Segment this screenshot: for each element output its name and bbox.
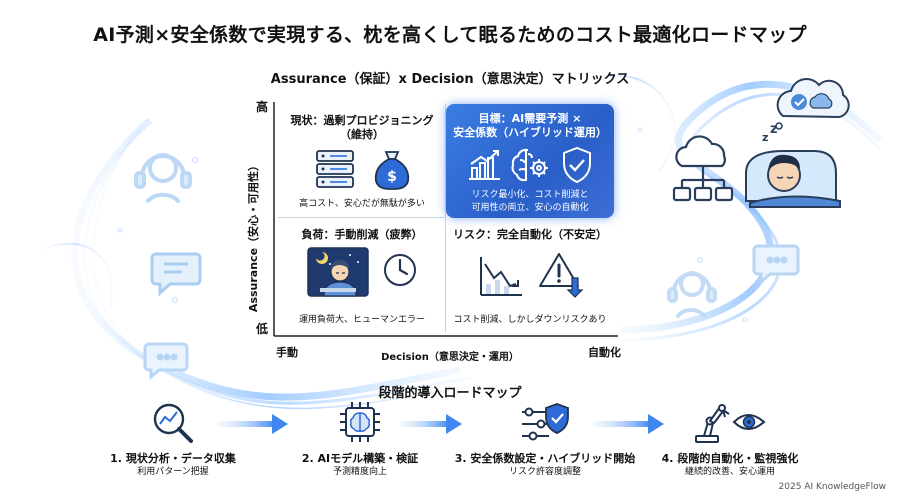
robot-arm-eye-icon — [695, 404, 766, 443]
quadrant-description: 運用負荷大、ヒューマンエラー — [298, 315, 425, 325]
cloud-network-icon — [672, 135, 734, 202]
headset-icon — [134, 153, 192, 203]
arrow-right-icon — [400, 414, 462, 434]
roadmap-step-label: 1. 現状分析・データ収集 — [110, 452, 236, 465]
arrow-right-icon — [592, 414, 664, 434]
quadrant-description: 可用性の両立、安心の自動化 — [471, 203, 589, 213]
assurance-decision-matrix: 現状：過剰プロビジョニング （維持） $ 高コスト、安心だが無駄が多い 目標：A… — [278, 104, 614, 332]
quadrant-title: 目標：AI需要予測 × — [478, 112, 582, 125]
shield-check-icon — [563, 146, 591, 184]
quadrant-title: 現状：過剰プロビジョニング — [290, 114, 434, 127]
sleeping-person-icon: z z — [745, 122, 841, 208]
tired-worker-icon — [307, 247, 369, 297]
svg-text:z: z — [770, 122, 778, 137]
quadrant-current-state: 現状：過剰プロビジョニング （維持） $ 高コスト、安心だが無駄が多い — [278, 104, 446, 218]
roadmap-title: 段階的導入ロードマップ — [378, 386, 522, 401]
roadmap-step-sublabel: 予測精度向上 — [332, 467, 387, 477]
matrix-axes — [273, 102, 618, 337]
roadmap-step-label: 3. 安全係数設定・ハイブリッド開始 — [454, 452, 636, 465]
warning-icon — [539, 253, 584, 298]
credit-text: 2025 AI KnowledgeFlow — [778, 482, 886, 492]
roadmap-arrows — [218, 414, 664, 434]
svg-text:z: z — [762, 131, 768, 144]
arrow-right-icon — [218, 414, 288, 434]
roadmap-step-1 — [88, 400, 258, 444]
quadrant-description: 高コスト、安心だが無駄が多い — [299, 199, 425, 209]
chat-bubble-icon — [150, 252, 202, 297]
magnifier-chart-icon — [153, 403, 193, 443]
roadmap-step-3 — [445, 400, 645, 444]
roadmap-step-sublabel: 利用パターン把握 — [137, 467, 209, 477]
typing-bubble-icon — [752, 244, 800, 286]
quadrant-description: コスト削減、しかしダウンリスクあり — [453, 315, 607, 325]
page-title: AI予測×安全係数で実現する、枕を高くして眠るためのコスト最適化ロードマップ — [93, 24, 807, 46]
svg-text:$: $ — [387, 169, 397, 185]
quadrant-title: （維持） — [340, 128, 384, 141]
roadmap-step-4 — [640, 400, 820, 444]
growth-chart-icon — [469, 150, 500, 180]
roadmap-step-sublabel: リスク許容度調整 — [508, 467, 581, 477]
ai-chip-icon — [340, 402, 380, 442]
x-axis-left-label: 手動 — [276, 346, 298, 359]
dream-bubble-icon — [775, 78, 850, 130]
roadmap-step-label: 2. AIモデル構築・検証 — [301, 452, 419, 465]
money-bag-icon: $ — [374, 151, 410, 190]
y-axis-label: Assurance（安心・可用性） — [247, 159, 260, 313]
quadrant-manual-reduction: 負荷：手動削減（疲弊） 運用負荷大、ヒューマンエラー — [278, 218, 446, 332]
roadmap-step-2 — [275, 400, 445, 444]
server-rack-icon — [316, 150, 354, 188]
quadrant-title: 負荷：手動削減（疲弊） — [301, 228, 423, 241]
typing-bubble-icon — [143, 342, 189, 381]
quadrant-full-automation-risk: リスク：完全自動化（不安定） コスト削減、しかしダウンリスクあり — [446, 218, 614, 332]
roadmap-step-label: 4. 段階的自動化・監視強化 — [661, 452, 799, 465]
y-axis-low-label: 低 — [256, 322, 269, 336]
y-axis-high-label: 高 — [256, 100, 269, 114]
brain-gear-icon — [511, 148, 548, 182]
quadrant-title: リスク：完全自動化（不安定） — [453, 228, 607, 241]
clock-icon — [384, 254, 416, 286]
quadrant-title: 安全係数（ハイブリッド運用） — [453, 126, 607, 139]
x-axis-right-label: 自動化 — [588, 346, 621, 359]
quadrant-description: リスク最小化、コスト削減と — [471, 190, 589, 200]
declining-chart-icon — [480, 257, 522, 296]
roadmap-step-sublabel: 継続的改善、安心運用 — [684, 467, 775, 477]
matrix-title: Assurance（保証）x Decision（意思決定）マトリックス — [270, 72, 630, 87]
headset-icon — [667, 271, 717, 318]
sliders-shield-icon — [522, 403, 569, 441]
x-axis-label: Decision（意思決定・運用） — [381, 352, 519, 363]
sparkle-icon — [117, 127, 748, 323]
quadrant-target-state: 目標：AI需要予測 × 安全係数（ハイブリッド運用） リスク最小化、コスト削減と… — [446, 104, 614, 218]
